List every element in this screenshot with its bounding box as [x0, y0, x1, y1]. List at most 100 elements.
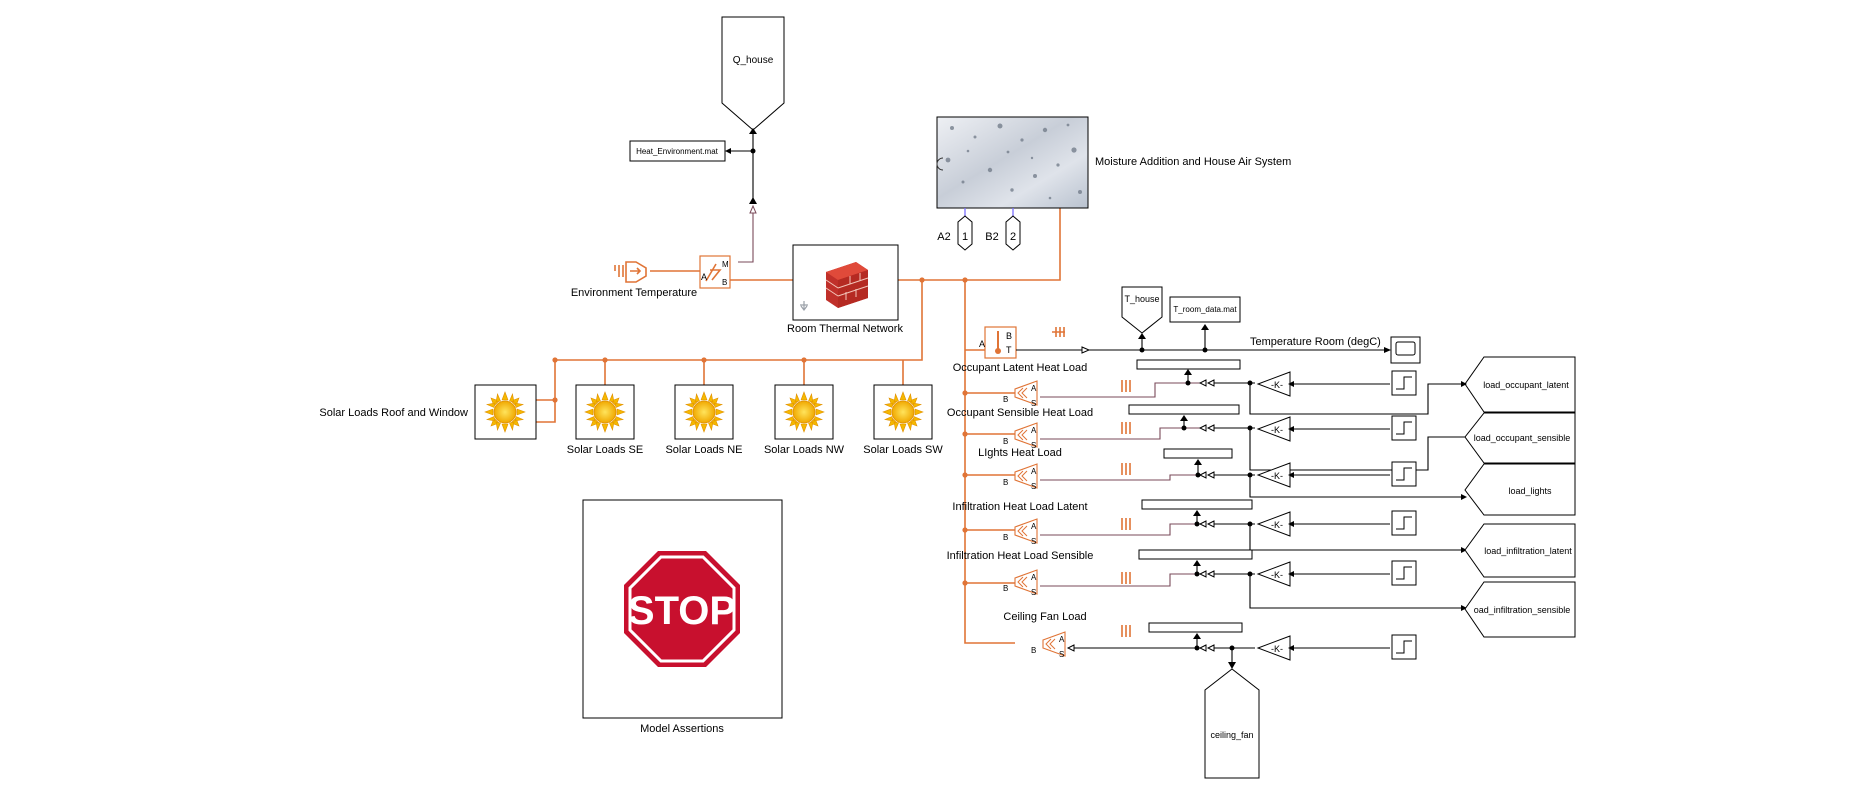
scope-block[interactable]: Temperature Room (degC) [1250, 336, 1421, 364]
sun-icon [882, 391, 924, 433]
step-occupant-sensible[interactable] [1391, 415, 1417, 441]
heat-environment-mat-block[interactable]: Heat_Environment.mat [629, 140, 726, 162]
p-a: A [1059, 635, 1065, 644]
gain-infiltration-sensible[interactable]: -K- [1271, 570, 1283, 580]
occupant-sensible-display[interactable] [1128, 404, 1240, 415]
temperature-sensor-block[interactable]: A M B [699, 255, 731, 289]
p-b: B [1003, 437, 1008, 446]
step-infiltration-sensible[interactable] [1391, 560, 1417, 586]
solar-loads-sw-block[interactable]: Solar Loads SW [863, 384, 943, 456]
moisture-system-label: Moisture Addition and House Air System [1095, 156, 1291, 168]
occupant-sensible-label: Occupant Sensible Heat Load [947, 407, 1093, 419]
p-a: A [1031, 467, 1037, 476]
stop-sign-icon: STOP [624, 551, 740, 667]
p-b: B [1003, 533, 1008, 542]
p-s: S [1031, 441, 1036, 450]
lights-label: LIghts Heat Load [978, 447, 1062, 459]
occupant-latent-display[interactable] [1136, 359, 1241, 370]
solar-loads-roof-block[interactable]: Solar Loads Roof and Window [319, 384, 537, 440]
p-a: A [1031, 522, 1037, 531]
sensor2-port-b: B [1006, 331, 1012, 341]
solar-loads-sw-label: Solar Loads SW [863, 444, 943, 456]
infiltration-sensible-display[interactable] [1138, 549, 1253, 560]
lights-display[interactable] [1163, 448, 1233, 459]
ceiling-fan-goto-label: ceiling_fan [1210, 730, 1253, 740]
sun-icon [584, 391, 626, 433]
temperature-room-label: Temperature Room (degC) [1250, 336, 1381, 348]
t-house-block[interactable]: T_house [1121, 286, 1163, 334]
room-thermal-network-label: Room Thermal Network [787, 323, 903, 335]
room-thermal-network-block[interactable]: Room Thermal Network [787, 244, 903, 335]
solar-loads-se-label: Solar Loads SE [567, 444, 643, 456]
from-infiltration-sensible-block[interactable]: oad_infiltration_sensible [1464, 581, 1576, 638]
solar-loads-nw-label: Solar Loads NW [764, 444, 845, 456]
step-ceiling-fan[interactable] [1391, 634, 1417, 660]
p-s: S [1031, 399, 1036, 408]
port-a2-label: A2 [937, 231, 950, 243]
sensor2-port-t: T [1006, 345, 1012, 355]
p-s: S [1059, 650, 1064, 659]
from-infiltration-sensible-label: oad_infiltration_sensible [1474, 605, 1571, 615]
step-lights[interactable] [1391, 461, 1417, 487]
gain-lights[interactable]: -K- [1271, 471, 1283, 481]
p-b: B [1003, 478, 1008, 487]
step-occupant-latent[interactable] [1391, 370, 1417, 396]
environment-temperature-source[interactable]: Environment Temperature [571, 261, 697, 299]
solar-loads-ne-block[interactable]: Solar Loads NE [665, 384, 743, 456]
from-infiltration-latent-label: load_infiltration_latent [1484, 546, 1572, 556]
t-room-mat-block[interactable]: T_room_data.mat [1169, 296, 1241, 323]
ceiling-fan-goto-block[interactable]: ceiling_fan [1204, 668, 1260, 779]
sensor2-port-a: A [979, 339, 985, 349]
from-lights-label: load_lights [1508, 486, 1552, 496]
gain-ceiling-fan[interactable]: -K- [1271, 644, 1283, 654]
p-b: B [1003, 584, 1008, 593]
arrow-down-icon [800, 301, 808, 311]
stop-text: STOP [628, 589, 736, 633]
from-infiltration-latent-block[interactable]: load_infiltration_latent [1464, 523, 1576, 578]
p-a: A [1031, 384, 1037, 393]
q-house-block[interactable]: Q_house [721, 16, 785, 131]
p-b: B [1003, 395, 1008, 404]
ceiling-fan-row: Ceiling Fan Load B A S -K- [1003, 611, 1417, 669]
connection-port-2[interactable]: 2 [1010, 231, 1016, 243]
temperature-signal-lines [1016, 324, 1391, 354]
from-occupant-sensible-block[interactable]: load_occupant_sensible [1464, 412, 1576, 464]
p-b: B [1031, 646, 1036, 655]
ceiling-fan-label: Ceiling Fan Load [1003, 611, 1086, 623]
ceiling-fan-display[interactable] [1148, 622, 1243, 633]
occupant-sensible-row: Occupant Sensible Heat Load B A S -K- [947, 404, 1429, 471]
lights-row: LIghts Heat Load B A S -K- [978, 447, 1467, 500]
port-b2-label: B2 [985, 231, 998, 243]
solar-loads-ne-label: Solar Loads NE [665, 444, 742, 456]
from-occupant-latent-block[interactable]: load_occupant_latent [1464, 356, 1576, 413]
step-infiltration-latent[interactable] [1391, 510, 1417, 536]
p-a: A [1031, 426, 1037, 435]
from-lights-block[interactable]: load_lights [1464, 463, 1576, 516]
infiltration-sensible-row: Infiltration Heat Load Sensible B A S -K… [947, 549, 1467, 611]
water-droplets-image [945, 123, 1082, 200]
p-s: S [1031, 482, 1036, 491]
room-temperature-sensor-block[interactable]: A B T [979, 326, 1017, 359]
infiltration-latent-display[interactable] [1141, 499, 1253, 510]
gain-occupant-latent[interactable]: -K- [1271, 380, 1283, 390]
p-a: A [1031, 573, 1037, 582]
q-house-signals [725, 128, 757, 263]
solar-loads-se-block[interactable]: Solar Loads SE [567, 384, 643, 456]
gain-infiltration-latent[interactable]: -K- [1271, 520, 1283, 530]
t-house-label: T_house [1124, 294, 1159, 304]
q-house-label: Q_house [733, 55, 774, 66]
solar-loads-nw-block[interactable]: Solar Loads NW [764, 384, 845, 456]
heat-environment-mat-label: Heat_Environment.mat [636, 147, 719, 156]
connection-port-1[interactable]: 1 [962, 231, 968, 243]
occupant-latent-row: Occupant Latent Heat Load B A S -K- [953, 359, 1429, 415]
p-s: S [1031, 588, 1036, 597]
gain-occupant-sensible[interactable]: -K- [1271, 425, 1283, 435]
model-assertions-block[interactable]: STOP Model Assertions [582, 499, 783, 735]
model-assertions-label: Model Assertions [640, 723, 724, 735]
solar-loads-roof-label: Solar Loads Roof and Window [319, 407, 468, 419]
moisture-system-block[interactable]: Moisture Addition and House Air System [936, 116, 1291, 209]
t-room-mat-label: T_room_data.mat [1173, 305, 1237, 314]
environment-temperature-label: Environment Temperature [571, 287, 697, 299]
infiltration-latent-row: Infiltration Heat Load Latent B A S -K- [952, 499, 1467, 553]
